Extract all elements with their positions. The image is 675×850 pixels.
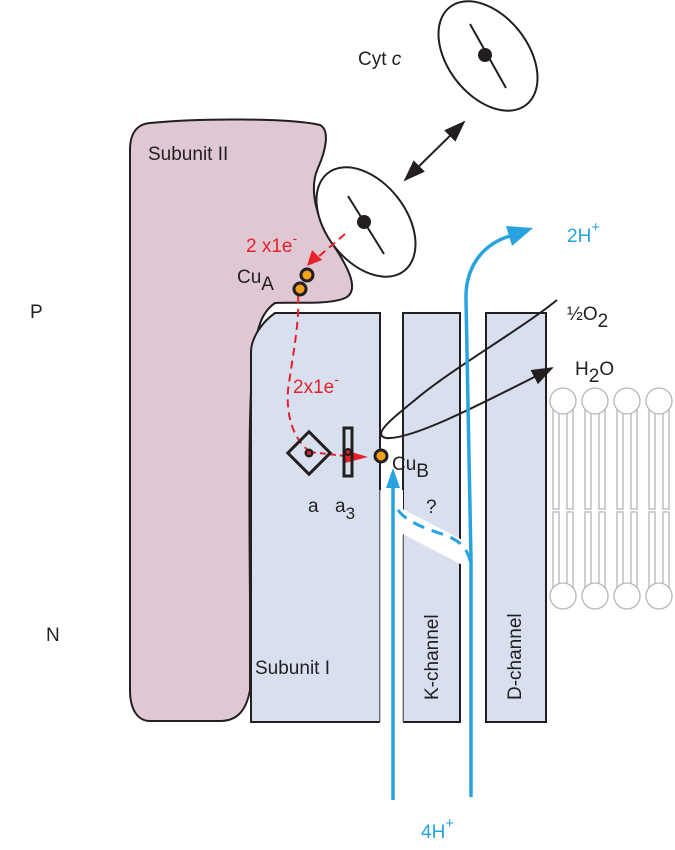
lipid-molecule: [549, 387, 577, 610]
label-side-p: P: [30, 302, 43, 323]
oxygen-reduction-arrow: [380, 299, 558, 440]
cyt-c-docked: [315, 166, 417, 278]
label-unknown-path: ?: [426, 497, 437, 518]
d-channel-arrowhead: [506, 226, 533, 246]
label-subunit-ii: Subunit II: [148, 144, 228, 165]
cyt-c-free: [437, 0, 539, 112]
lipid-molecule: [581, 387, 609, 610]
label-oxygen: ½O2: [567, 304, 608, 332]
label-electron-transfer-1: 2 x1e-: [246, 230, 297, 257]
label-cyt-c: Cyt c: [358, 49, 402, 70]
lipid-molecule: [613, 387, 641, 610]
label-heme-a: a: [308, 496, 319, 517]
label-d-channel: D-channel: [505, 613, 526, 700]
label-protons-in: 4H+: [421, 815, 454, 843]
proton-crossover-dashed: [396, 509, 473, 566]
heme-a3: [342, 426, 354, 478]
label-subunit-i: Subunit I: [255, 658, 330, 679]
cyt-c-exchange-arrow: [403, 120, 466, 182]
label-cu-b: CuB: [392, 454, 429, 482]
subunit-i: [250, 312, 381, 723]
label-water: H2O: [575, 359, 614, 387]
lipid-molecule: [645, 387, 673, 610]
d-channel-proton-line: [464, 234, 511, 797]
lipid-bilayer: [549, 387, 673, 610]
label-electron-transfer-2: 2x1e-: [293, 371, 339, 398]
k-channel-arrowhead: [386, 468, 400, 488]
electron-arrowhead-cua: [307, 250, 322, 266]
label-k-channel: K-channel: [422, 614, 443, 700]
cu-a-center: [292, 267, 315, 297]
heme-a: [285, 429, 333, 477]
label-side-n: N: [46, 625, 60, 646]
proton-crossover-path: [395, 505, 472, 570]
label-heme-a3: a3: [335, 496, 355, 523]
subunit-ii: [129, 118, 353, 722]
label-protons-out: 2H+: [567, 219, 600, 247]
proton-paths: [386, 226, 533, 800]
label-cu-a: CuA: [237, 267, 274, 295]
cu-b-center: [373, 448, 389, 464]
